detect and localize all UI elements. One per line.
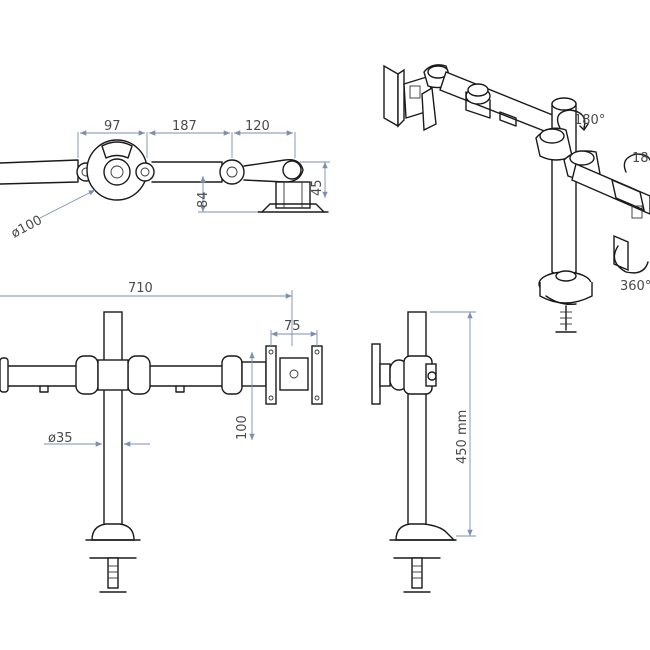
front-base [91, 523, 135, 541]
rotation-arrow-360 [613, 245, 649, 274]
top-view: 97 187 120 ø100 84 45 [0, 119, 330, 242]
front-left-arm [0, 365, 85, 387]
iso-left-plate [383, 64, 399, 128]
dim-45: 45 [310, 179, 325, 196]
rotation-180-a: 180° [574, 113, 605, 128]
dim-187: 187 [172, 119, 197, 134]
front-view: 710 75 100 ø35 [0, 281, 323, 593]
dim-450: 450 mm [455, 410, 470, 464]
dim-84: 84 [196, 191, 211, 208]
rotation-180-b: 18 [632, 151, 649, 166]
side-vesa-plate [371, 343, 381, 405]
front-vesa-right-rail [311, 345, 323, 405]
dim-97: 97 [104, 119, 121, 134]
side-pole [407, 311, 427, 527]
iso-left-arm [439, 71, 561, 135]
rotation-360: 360° [620, 279, 650, 294]
dim-diameter-100: ø100 [9, 213, 45, 242]
dim-100: 100 [235, 415, 250, 440]
side-view: 450 mm [371, 311, 476, 593]
dim-diameter-35: ø35 [48, 431, 73, 446]
top-right-arm [151, 161, 223, 183]
dim-75: 75 [284, 319, 301, 334]
dim-120: 120 [245, 119, 270, 134]
side-base [395, 523, 456, 541]
iso-view: 180° 18 360° [383, 64, 650, 333]
dim-710: 710 [128, 281, 153, 296]
front-pole [103, 311, 123, 527]
top-left-arm [0, 159, 79, 185]
front-vesa-left-rail [265, 345, 277, 405]
rotation-arrow-180-b [623, 153, 650, 173]
rotation-arrow-180-a [556, 109, 586, 129]
